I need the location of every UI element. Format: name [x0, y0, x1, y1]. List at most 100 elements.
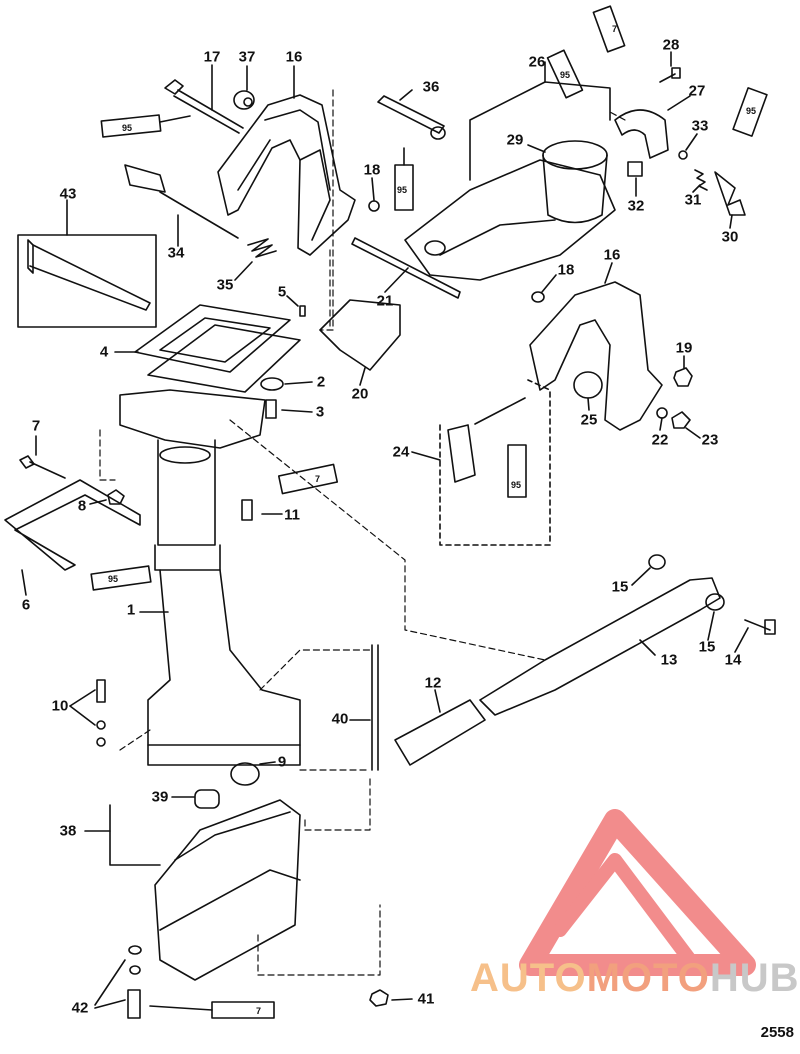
bracket-6	[4, 479, 141, 596]
callout-c26: 26	[528, 53, 546, 71]
nut-23	[671, 411, 701, 439]
handle-grip-12	[394, 689, 486, 766]
rod-34	[124, 164, 239, 247]
clamp-bracket-16-upper	[217, 65, 356, 256]
sealant-tube-7-a	[592, 5, 626, 53]
tube-label-95: 95	[560, 70, 570, 80]
callout-c21: 21	[376, 292, 394, 310]
bolt-7a	[19, 435, 66, 479]
callout-c19: 19	[675, 339, 693, 357]
grommet-39	[171, 789, 220, 809]
dowel-5	[286, 295, 306, 317]
tiller-arm-13	[479, 577, 721, 716]
callout-c30: 30	[721, 228, 739, 246]
callout-c4: 4	[99, 343, 109, 361]
washer-18a	[368, 177, 380, 212]
callout-c25: 25	[580, 411, 598, 429]
nut-32	[627, 161, 643, 197]
callout-c16a: 16	[285, 48, 303, 66]
bracket-20	[319, 299, 401, 386]
callout-c8: 8	[77, 497, 87, 515]
sealant-tube-7-b	[277, 463, 339, 495]
stud-40	[349, 644, 379, 771]
sealant-tube-95-a	[100, 114, 191, 138]
callout-c18b: 18	[557, 261, 575, 279]
tube-label-95: 95	[746, 106, 756, 116]
sealant-tube-95-b	[394, 147, 414, 211]
callout-c15b: 15	[698, 638, 716, 656]
hex-key-inset	[17, 199, 157, 328]
callout-c10: 10	[51, 697, 69, 715]
bolt-3	[265, 399, 313, 419]
watermark-logo	[519, 809, 756, 976]
washer-15b	[705, 593, 725, 641]
fasteners-42	[94, 945, 142, 1019]
sealant-tube-7-c	[149, 1001, 275, 1019]
tube-label-95: 95	[122, 123, 132, 133]
callout-c43: 43	[59, 185, 77, 203]
tube-label-95: 95	[397, 185, 407, 195]
washer-22	[656, 407, 668, 431]
callout-c9: 9	[277, 753, 287, 771]
callout-c16b: 16	[603, 246, 621, 264]
bolt-17	[164, 64, 244, 134]
callout-c5: 5	[277, 283, 287, 301]
callout-c35: 35	[216, 276, 234, 294]
clamp-bracket-16-lower	[529, 262, 663, 431]
tube-label-7: 7	[256, 1006, 261, 1016]
callout-c36: 36	[422, 78, 440, 96]
tube-label-95: 95	[108, 574, 118, 584]
callout-c29: 29	[506, 131, 524, 149]
callout-c31: 31	[684, 191, 702, 209]
callout-c34: 34	[167, 244, 185, 262]
sealant-tube-95-d	[732, 87, 768, 137]
lower-cowl-38	[84, 799, 301, 981]
watermark-hub: HUB	[709, 956, 800, 1000]
tube-label-7: 7	[315, 474, 320, 484]
callout-c33: 33	[691, 117, 709, 135]
callout-c39: 39	[151, 788, 169, 806]
callout-c11: 11	[284, 506, 300, 524]
watermark-text: AUTOMOTOHUB	[470, 958, 800, 998]
sealant-tube-95-c	[546, 49, 584, 99]
watermark-moto: MOTO	[586, 956, 710, 1000]
washer-18b	[531, 274, 557, 303]
nut-8	[89, 489, 125, 505]
callout-c3: 3	[315, 403, 325, 421]
leader-lines	[99, 89, 626, 976]
thumbscrew-30	[714, 171, 746, 229]
callout-c40: 40	[331, 710, 349, 728]
callout-c28: 28	[662, 36, 680, 54]
callout-c27: 27	[688, 82, 706, 100]
callout-c41: 41	[417, 990, 435, 1008]
washer-33	[678, 133, 698, 160]
tube-label-95: 95	[511, 480, 521, 490]
callout-c12: 12	[424, 674, 442, 692]
callout-c42: 42	[71, 999, 89, 1017]
pad-25	[573, 371, 603, 411]
screw-28	[659, 51, 681, 83]
bolt-11	[241, 499, 283, 521]
washer-37	[233, 65, 255, 110]
callout-c2: 2	[316, 373, 326, 391]
callout-c1: 1	[126, 601, 136, 619]
callout-c17: 17	[203, 48, 221, 66]
sealant-tube-95-f	[507, 444, 527, 498]
sealant-tube-labels: 95 95 95 7 95 7 95 95 7	[108, 24, 756, 1016]
clamp-collar-27	[614, 95, 691, 159]
tube-label-7: 7	[612, 24, 617, 34]
watermark-auto: AUTO	[470, 956, 587, 1000]
drive-shaft-housing-1	[119, 389, 301, 766]
callout-c13: 13	[660, 651, 678, 669]
callout-c18a: 18	[363, 161, 381, 179]
washer-15a	[631, 554, 666, 586]
callout-c24: 24	[392, 443, 410, 461]
pin-36	[377, 89, 446, 140]
adapter-plate-4	[114, 304, 301, 393]
callout-c14: 14	[724, 651, 742, 669]
swivel-bracket	[404, 61, 616, 281]
callout-c7a: 7	[31, 417, 41, 435]
nut-41	[369, 989, 413, 1007]
